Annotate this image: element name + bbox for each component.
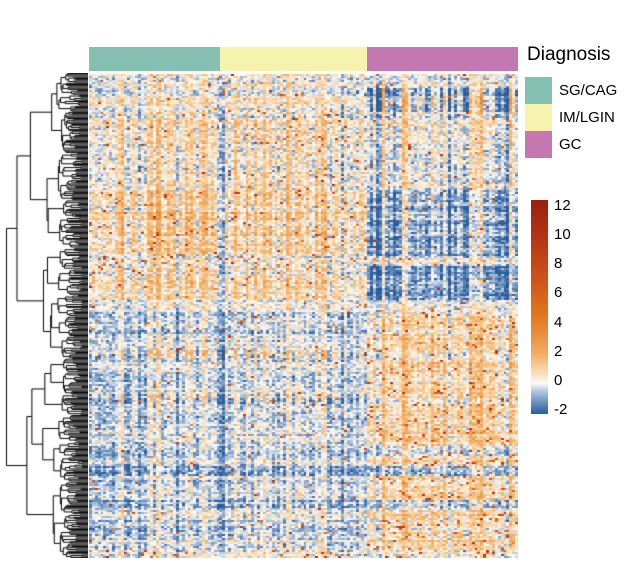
column-annotation-bar: [89, 47, 518, 71]
colorbar-tick-label: 0: [554, 371, 563, 389]
colorbar-tick-label: -2: [554, 401, 568, 418]
legend-label: SG/CAG: [559, 82, 618, 99]
legend-label: GC: [559, 136, 582, 153]
colorbar-gradient: [531, 200, 548, 414]
colorbar-tick-label: 12: [554, 197, 571, 214]
legend-title: Diagnosis: [527, 44, 611, 65]
legend-label: IM/LGIN: [559, 109, 615, 126]
annotation-segment-sg-cag: [89, 47, 220, 71]
diagnosis-legend: SG/CAG IM/LGIN GC: [525, 77, 617, 158]
colorbar-tick-label: 6: [554, 284, 563, 302]
legend-swatch-im-lgin: [525, 104, 552, 131]
row-dendrogram-canvas: [5, 73, 88, 558]
heatmap-canvas: [89, 74, 518, 558]
legend-item: IM/LGIN: [525, 104, 617, 131]
legend-item: GC: [525, 131, 617, 158]
colorbar-tick-label: 4: [554, 313, 563, 331]
legend-swatch-sg-cag: [525, 77, 552, 104]
colorbar-tick-label: 10: [554, 226, 571, 244]
colorbar-tick-label: 8: [554, 255, 563, 273]
colorbar-tick-label: 2: [554, 342, 563, 360]
legend-swatch-gc: [525, 131, 552, 158]
legend-item: SG/CAG: [525, 77, 617, 104]
annotation-segment-im-lgin: [219, 47, 367, 71]
annotation-segment-gc: [366, 47, 518, 71]
